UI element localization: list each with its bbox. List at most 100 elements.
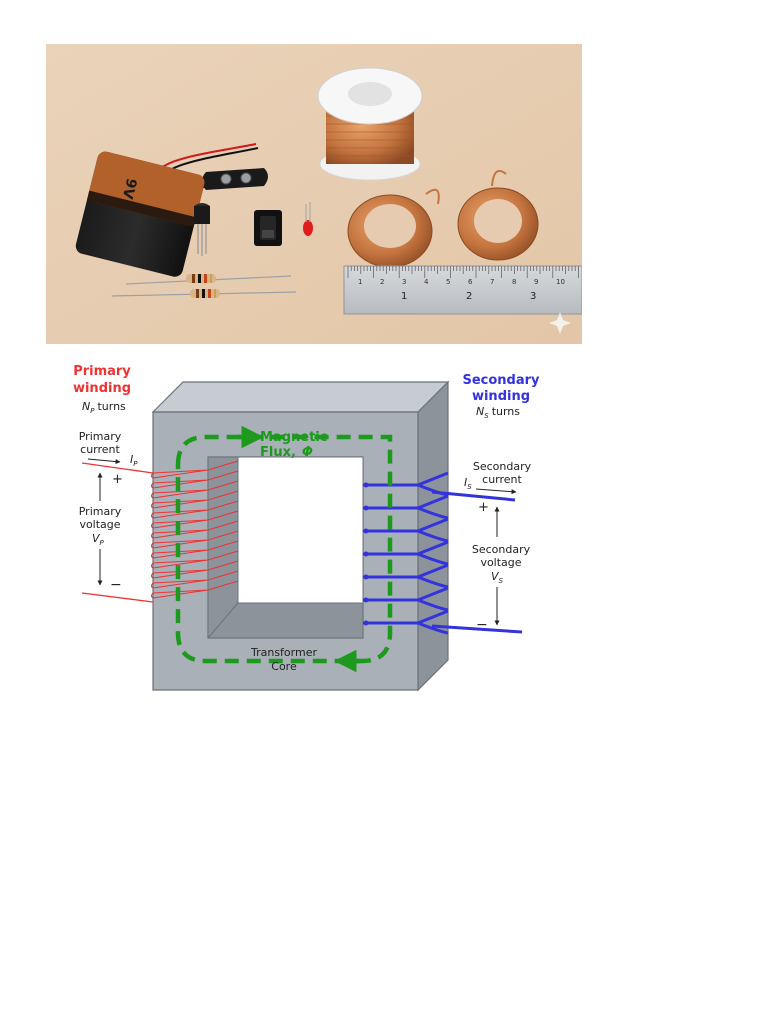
- sparkle-icon: [549, 312, 571, 334]
- magnetic-flux-label: Magnetic: [260, 430, 327, 445]
- primary-coil-turn: [152, 560, 239, 579]
- ruler-number: 2: [380, 278, 384, 286]
- secondary-coil-turn: [363, 609, 449, 635]
- secondary-coil-turn: [363, 586, 449, 612]
- primary-coil-turn: [152, 480, 239, 499]
- secondary-lead-top: [431, 490, 516, 502]
- primary-current-label-2: current: [80, 443, 120, 456]
- copper-wire-spool: [317, 67, 423, 181]
- secondary-coil-end: [363, 482, 369, 488]
- primary-coil-turn: [152, 460, 239, 479]
- 9v-battery: 9V: [75, 151, 205, 277]
- ruler-number: 3: [402, 278, 406, 286]
- secondary-coil-end: [363, 597, 369, 603]
- secondary-coil-turn: [363, 563, 449, 589]
- primary-winding-title: Primary: [73, 364, 131, 379]
- primary-coil-edge: [150, 592, 154, 599]
- primary-coil-edge: [150, 482, 154, 489]
- ruler-number: 4: [424, 278, 429, 286]
- secondary-winding-title: Secondary: [462, 373, 540, 388]
- ruler-inch-3: 3: [530, 291, 536, 302]
- ruler-number: 8: [512, 278, 516, 286]
- secondary-voltage-label: Secondary: [472, 543, 531, 556]
- primary-coil-edge: [150, 492, 154, 499]
- primary-coil-turn: [152, 510, 239, 529]
- secondary-voltage-symbol: VS: [491, 570, 504, 585]
- secondary-coil-turn: [363, 540, 449, 566]
- ruler-number: 7: [490, 278, 494, 286]
- secondary-current-label-2: current: [482, 473, 522, 486]
- primary-coil-edge: [150, 572, 154, 579]
- primary-minus: −: [110, 577, 122, 593]
- secondary-coil-end: [363, 505, 369, 511]
- transistor: [194, 203, 210, 256]
- battery-snap-connector: [202, 168, 268, 190]
- secondary-coil-end: [363, 574, 369, 580]
- primary-coil-turn: [152, 470, 239, 489]
- secondary-current-symbol: IS: [464, 476, 472, 491]
- primary-winding-title-2: winding: [73, 381, 131, 396]
- core-window: [237, 456, 364, 604]
- primary-lead-top: [81, 462, 154, 474]
- primary-coil-edge: [150, 522, 154, 529]
- primary-current-label: Primary: [79, 430, 122, 443]
- ruler-number: 5: [446, 278, 450, 286]
- primary-current-symbol: IP: [130, 453, 138, 468]
- secondary-coil-turn: [363, 517, 449, 543]
- resistor-2: [111, 289, 297, 298]
- snap-terminal-2: [240, 172, 252, 184]
- secondary-minus: −: [476, 617, 488, 633]
- primary-coil-turn: [152, 570, 239, 589]
- copper-coil-2: [457, 170, 539, 261]
- primary-coil-edge: [150, 552, 154, 559]
- secondary-coil-end: [363, 528, 369, 534]
- red-led: [303, 202, 313, 236]
- snap-terminal-1: [220, 173, 232, 185]
- primary-coil-edge: [150, 532, 154, 539]
- copper-coil-1: [347, 188, 440, 268]
- primary-coil-edge: [150, 582, 154, 589]
- rocker-switch: [254, 210, 282, 246]
- secondary-current-arrow: [475, 488, 517, 495]
- primary-voltage-label-2: voltage: [79, 518, 120, 531]
- magnetic-flux-label-2: Flux,Φ: [260, 445, 313, 460]
- primary-plus: +: [112, 472, 123, 487]
- primary-coil-edge: [150, 562, 154, 569]
- secondary-coil-turn: [363, 494, 449, 520]
- primary-coil-turn: [152, 550, 239, 569]
- core-top-face: [151, 381, 450, 413]
- ruler-number: 9: [534, 278, 538, 286]
- ruler-number: 1: [358, 278, 362, 286]
- primary-voltage-label: Primary: [79, 505, 122, 518]
- transformer-core-label: Transformer: [250, 646, 317, 659]
- secondary-coil-end: [363, 551, 369, 557]
- primary-current-arrow: [87, 458, 121, 465]
- transformer-core-label-2: Core: [271, 660, 297, 673]
- secondary-plus: +: [478, 500, 489, 515]
- primary-coil-turn: [152, 580, 239, 599]
- primary-coil-turn: [152, 540, 239, 559]
- secondary-current-label: Secondary: [473, 460, 532, 473]
- ruler-number: 6: [468, 278, 473, 286]
- secondary-coil-end: [363, 620, 369, 626]
- primary-coil-edge: [150, 502, 154, 509]
- ruler-number: 10: [556, 278, 565, 286]
- primary-coil-turn: [152, 500, 239, 519]
- primary-voltage-symbol: VP: [92, 532, 105, 547]
- primary-coil-edge: [150, 542, 154, 549]
- secondary-winding-title-2: winding: [472, 389, 530, 404]
- resistor-1: [125, 274, 292, 285]
- ruler-inch-2: 2: [466, 291, 472, 302]
- primary-coil-turn: [152, 490, 239, 509]
- magnetic-flux-path: [175, 434, 393, 664]
- components-photo: 9V: [46, 44, 582, 344]
- primary-coil-edge: [150, 512, 154, 519]
- primary-coil-turn: [152, 520, 239, 539]
- primary-lead-bottom: [81, 592, 154, 603]
- battery-label: 9V: [119, 177, 140, 201]
- secondary-voltage-label-2: voltage: [480, 556, 521, 569]
